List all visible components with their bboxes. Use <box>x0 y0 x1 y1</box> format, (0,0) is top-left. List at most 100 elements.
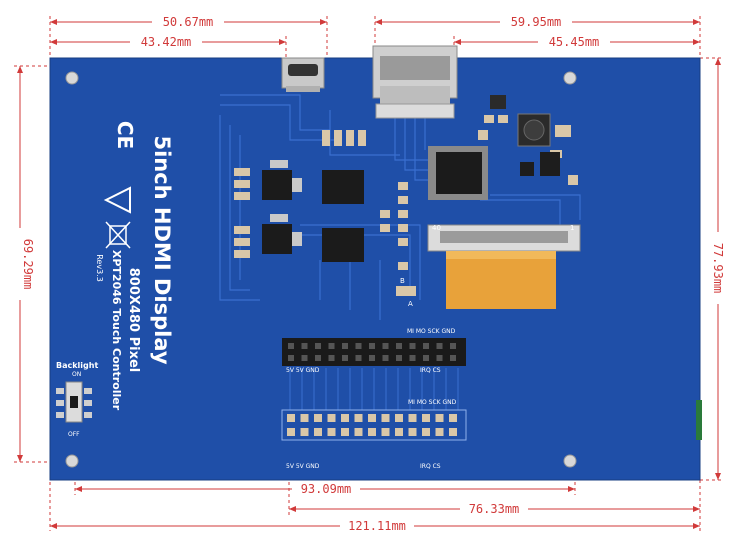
header-pad <box>327 414 336 422</box>
dim-top1-label: 50.67mm <box>163 15 214 29</box>
dim-top2-label: 43.42mm <box>141 35 192 49</box>
header-pad <box>354 414 363 422</box>
header-pad <box>381 428 390 436</box>
ce-mark-icon: CE <box>113 121 137 149</box>
header-pad <box>422 428 430 436</box>
header-pad <box>354 428 363 436</box>
dim-left-height-label: 69.29mm <box>21 239 35 290</box>
fpc-connector: 40 1 <box>427 224 581 252</box>
header-pin <box>328 343 335 349</box>
dim-top3-label: 59.95mm <box>511 15 562 29</box>
header-pad <box>300 414 309 422</box>
mid-passives <box>380 182 408 270</box>
header-pad <box>408 414 417 422</box>
side-connector <box>696 400 702 440</box>
silkscreen-text: 5inch HDMI Display <box>150 135 174 364</box>
header-pad <box>435 414 444 422</box>
header-pin <box>409 355 416 361</box>
dim-bottom3-label: 121.11mm <box>348 519 406 533</box>
header-pin <box>328 355 335 361</box>
header-pad <box>287 428 295 436</box>
header-pad <box>341 414 349 422</box>
header-pad <box>449 414 457 422</box>
hdmi-port <box>372 45 458 119</box>
header-pad <box>395 414 403 422</box>
backlight-switch: Backlight ON OFF <box>56 361 98 438</box>
header-pin <box>369 343 375 349</box>
header-pad <box>449 428 457 436</box>
mounting-holes <box>65 71 577 468</box>
dimension-arrows <box>17 19 721 529</box>
left-passives <box>234 168 250 258</box>
header-pad <box>422 414 430 422</box>
dim-top4-label: 45.45mm <box>549 35 600 49</box>
header-pin <box>450 343 456 349</box>
header-pad <box>300 428 309 436</box>
header-pad <box>287 414 295 422</box>
header-pin <box>301 343 308 349</box>
header-pin <box>423 343 429 349</box>
header-pin <box>369 355 375 361</box>
board-revision: Rev3.3 <box>95 254 104 282</box>
header-pin <box>301 355 308 361</box>
fpc-pin-left: 40 <box>432 224 441 232</box>
header-pin <box>423 355 429 361</box>
board-resolution: 800X480 Pixel <box>126 268 141 372</box>
header-pad <box>381 414 390 422</box>
ab-jumper: B A <box>396 277 416 308</box>
header-pin <box>355 355 362 361</box>
header-traces <box>289 368 459 410</box>
inductor <box>517 113 551 147</box>
header-pad <box>314 428 322 436</box>
header-pad <box>341 428 349 436</box>
header-bottom-left-labels: 5V 5V GND <box>286 367 320 374</box>
header-pad <box>408 428 417 436</box>
header-pin <box>436 343 443 349</box>
esd-warning-icon <box>103 186 131 214</box>
gpio-pads <box>281 409 467 441</box>
voltage-regulators <box>262 160 302 254</box>
header-pad <box>368 428 376 436</box>
fpc-pin-right: 1 <box>570 224 574 232</box>
header-pin <box>315 355 321 361</box>
switch-off-label: OFF <box>68 431 80 438</box>
header-pin <box>288 355 294 361</box>
header-pin <box>450 355 456 361</box>
header-pad <box>314 414 322 422</box>
dim-bottom2-label: 76.33mm <box>469 502 520 516</box>
header-pin <box>342 343 348 349</box>
header-pin <box>409 343 416 349</box>
header-pad <box>395 428 403 436</box>
weee-bin-icon <box>105 221 131 249</box>
header-pin <box>382 343 389 349</box>
header-pin <box>288 343 294 349</box>
header-pin <box>342 355 348 361</box>
dim-right-height-label: 77.93mm <box>711 243 725 294</box>
header-pin <box>396 343 402 349</box>
header-pin <box>315 343 321 349</box>
header-top-labels: MI MO SCK GND <box>407 328 456 335</box>
micro-usb-port <box>281 57 325 92</box>
gpio-header <box>282 338 466 366</box>
header-pad <box>327 428 336 436</box>
header-bottom-right-labels: IRQ CS <box>420 367 441 374</box>
pad-bottom-left-labels: 5V 5V GND <box>286 463 320 470</box>
svg-text:CE: CE <box>113 121 137 149</box>
header-pin <box>355 343 362 349</box>
jumper-a-label: A <box>408 300 413 308</box>
jumper-b-label: B <box>400 277 405 285</box>
pad-bottom-right-labels: IRQ CS <box>420 463 441 470</box>
small-ics-right <box>520 152 560 176</box>
main-controller-ic <box>428 146 488 200</box>
header-pad <box>368 414 376 422</box>
header-pin <box>396 355 402 361</box>
backlight-label: Backlight <box>56 361 98 370</box>
fpc-ribbon-cable <box>446 251 556 309</box>
board-title: 5inch HDMI Display <box>150 135 174 364</box>
header-pad <box>435 428 444 436</box>
header-pin <box>382 355 389 361</box>
dim-bottom1-label: 93.09mm <box>301 482 352 496</box>
pad-top-labels: MI MO SCK GND <box>408 399 457 406</box>
header-pin <box>436 355 443 361</box>
